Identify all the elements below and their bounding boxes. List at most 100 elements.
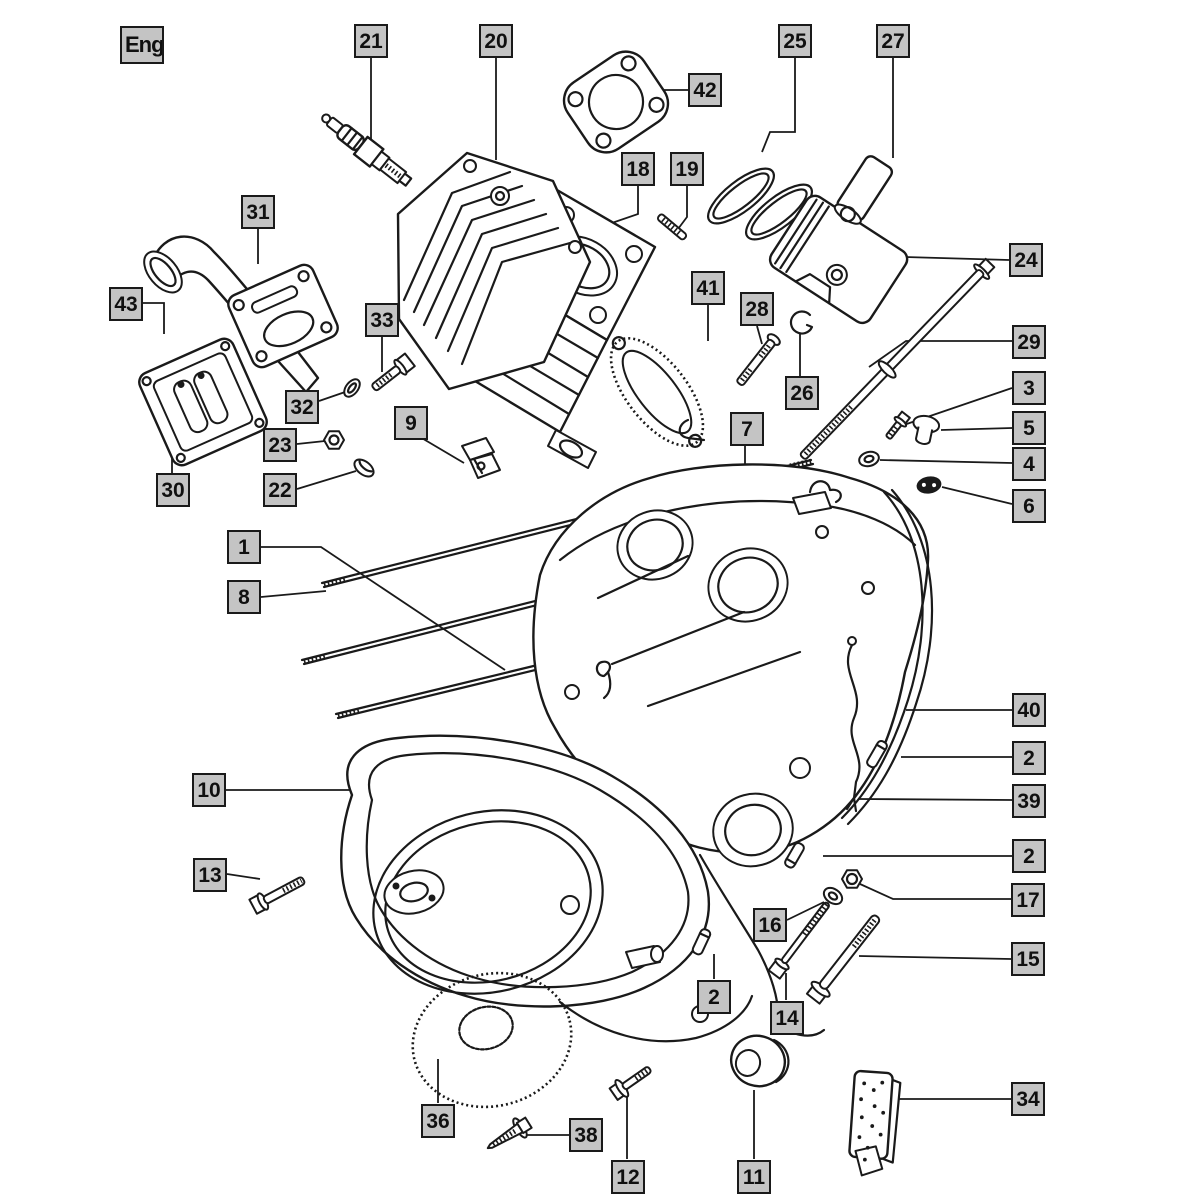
plug-5-art bbox=[912, 414, 941, 445]
callout-42[interactable]: 42 bbox=[688, 73, 722, 107]
nut-17-art bbox=[841, 869, 863, 889]
tensioner-pad-art bbox=[848, 1069, 902, 1177]
bolt-12-art bbox=[608, 1066, 652, 1101]
callout-30[interactable]: 30 bbox=[156, 473, 190, 507]
leader-19 bbox=[677, 186, 688, 230]
leader-39 bbox=[857, 798, 1013, 801]
bolt-3-art bbox=[885, 410, 911, 440]
cylinder-head-art bbox=[396, 151, 592, 391]
crank-seal-art bbox=[712, 757, 811, 868]
bracket-9-art bbox=[461, 437, 501, 479]
leader-lines bbox=[143, 58, 1013, 1159]
washer-4-art bbox=[858, 450, 880, 468]
callout-3[interactable]: 3 bbox=[1012, 371, 1046, 405]
leader-18 bbox=[605, 186, 639, 226]
callout-34[interactable]: 34 bbox=[1011, 1082, 1045, 1116]
callout-7[interactable]: 7 bbox=[730, 412, 764, 446]
callout-2-middle[interactable]: 2 bbox=[1012, 839, 1046, 873]
rubber-mount-art bbox=[729, 1034, 790, 1088]
dowel-pin-middle-art bbox=[784, 841, 805, 869]
reed-valve-art bbox=[138, 337, 268, 467]
cylinder-stud-art bbox=[656, 213, 688, 241]
leader-9 bbox=[419, 436, 465, 464]
dowel-pin-bottom-art bbox=[691, 928, 712, 956]
callout-40[interactable]: 40 bbox=[1012, 693, 1046, 727]
leader-17 bbox=[859, 883, 1011, 900]
callout-26[interactable]: 26 bbox=[785, 376, 819, 410]
leader-22 bbox=[296, 470, 357, 490]
leader-3 bbox=[891, 387, 1013, 430]
leader-32 bbox=[318, 390, 349, 402]
callout-23[interactable]: 23 bbox=[263, 428, 297, 462]
callout-15[interactable]: 15 bbox=[1011, 942, 1045, 976]
grommet-6-art bbox=[916, 476, 942, 494]
flywheel-disc-art bbox=[411, 971, 573, 1109]
ignition-wire-art bbox=[845, 636, 861, 813]
callout-18[interactable]: 18 bbox=[621, 152, 655, 186]
callout-2-bottom[interactable]: 2 bbox=[697, 980, 731, 1014]
piston-art bbox=[768, 194, 909, 325]
callout-27[interactable]: 27 bbox=[876, 24, 910, 58]
callout-8[interactable]: 8 bbox=[227, 580, 261, 614]
piston-pin-art bbox=[833, 155, 894, 225]
case-gasket-art bbox=[840, 488, 934, 826]
manifold-bolt-art bbox=[371, 352, 416, 392]
callout-28[interactable]: 28 bbox=[740, 292, 774, 326]
cone-22-art bbox=[353, 458, 375, 478]
callout-2-top[interactable]: 2 bbox=[1012, 741, 1046, 775]
long-bolt-art bbox=[799, 257, 996, 460]
leader-43 bbox=[143, 302, 165, 334]
piston-rings-art bbox=[707, 167, 813, 241]
callout-22[interactable]: 22 bbox=[263, 473, 297, 507]
callout-17[interactable]: 17 bbox=[1011, 883, 1045, 917]
callout-14[interactable]: 14 bbox=[770, 1001, 804, 1035]
leader-24 bbox=[904, 256, 1010, 261]
callout-19[interactable]: 19 bbox=[670, 152, 704, 186]
callout-4[interactable]: 4 bbox=[1012, 447, 1046, 481]
spark-plug-art bbox=[321, 113, 413, 187]
diagram-title-tag: Eng bbox=[120, 26, 164, 64]
callout-12[interactable]: 12 bbox=[611, 1160, 645, 1194]
callout-1[interactable]: 1 bbox=[227, 530, 261, 564]
callout-38[interactable]: 38 bbox=[569, 1118, 603, 1152]
leader-15 bbox=[858, 955, 1012, 960]
washer-16-art bbox=[822, 886, 844, 906]
leader-4 bbox=[879, 459, 1013, 464]
leader-29 bbox=[868, 340, 1012, 368]
washer-32-art bbox=[343, 378, 361, 398]
callout-9[interactable]: 9 bbox=[394, 406, 428, 440]
dowel-pin-top-art bbox=[866, 739, 888, 769]
circlip-art bbox=[789, 310, 814, 335]
screw-38-art bbox=[486, 1116, 533, 1150]
callout-36[interactable]: 36 bbox=[421, 1104, 455, 1138]
callout-5[interactable]: 5 bbox=[1012, 411, 1046, 445]
manifold-plate-art bbox=[227, 263, 339, 369]
callout-29[interactable]: 29 bbox=[1012, 325, 1046, 359]
callout-31[interactable]: 31 bbox=[241, 195, 275, 229]
callout-25[interactable]: 25 bbox=[778, 24, 812, 58]
crankcase-art bbox=[532, 463, 930, 1037]
callout-33[interactable]: 33 bbox=[365, 303, 399, 337]
callout-6[interactable]: 6 bbox=[1012, 489, 1046, 523]
callout-39[interactable]: 39 bbox=[1012, 784, 1046, 818]
callout-43[interactable]: 43 bbox=[109, 287, 143, 321]
breather-art bbox=[792, 480, 842, 515]
callout-11[interactable]: 11 bbox=[737, 1160, 771, 1194]
callout-32[interactable]: 32 bbox=[285, 390, 319, 424]
leader-1 bbox=[261, 546, 506, 671]
leader-23 bbox=[296, 440, 326, 445]
bolt-13-art bbox=[248, 876, 306, 915]
callout-20[interactable]: 20 bbox=[479, 24, 513, 58]
callout-41[interactable]: 41 bbox=[691, 271, 725, 305]
callout-24[interactable]: 24 bbox=[1009, 243, 1043, 277]
leader-16 bbox=[786, 901, 825, 921]
leader-8 bbox=[260, 590, 327, 598]
callout-10[interactable]: 10 bbox=[192, 773, 226, 807]
callout-16[interactable]: 16 bbox=[753, 908, 787, 942]
intake-gasket-art bbox=[609, 336, 705, 448]
callout-13[interactable]: 13 bbox=[193, 858, 227, 892]
nut-23-art bbox=[323, 430, 345, 450]
callout-21[interactable]: 21 bbox=[354, 24, 388, 58]
